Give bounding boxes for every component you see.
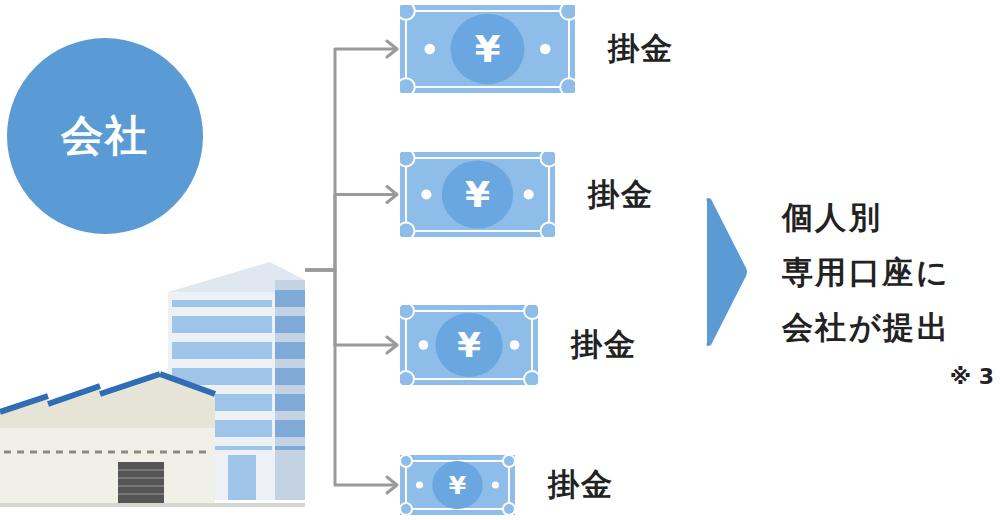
note-corner [400, 223, 415, 238]
note-corner [503, 503, 515, 515]
note-dot [524, 189, 534, 199]
tower-side [275, 280, 305, 500]
note-corner [400, 455, 412, 467]
note-dot [424, 44, 435, 55]
note-dot [421, 189, 431, 199]
note-corner [524, 371, 538, 385]
factory-roof [0, 396, 48, 428]
note-corner [503, 455, 515, 467]
shutter-door [118, 462, 164, 505]
amount-label: 掛金 [571, 305, 636, 385]
circle-fill [7, 38, 203, 234]
note-corner [400, 305, 414, 319]
note-corner [400, 5, 415, 20]
note-body [400, 455, 515, 515]
destination-text: 個人別 専用口座に 会社が提出 [782, 190, 980, 355]
note-body [400, 152, 555, 237]
amount-label: 掛金 [608, 5, 673, 93]
amount-label: 掛金 [548, 455, 613, 515]
roof-edge [0, 396, 48, 412]
note-corner [541, 223, 556, 238]
note-dot [416, 481, 423, 488]
roof-edge [160, 374, 215, 394]
currency-symbol: ¥ [400, 455, 515, 515]
banknote: ¥掛金 [400, 152, 555, 237]
note-body [400, 5, 575, 93]
wall-stripe [4, 451, 210, 454]
footnote-mark: ※ 3 [950, 362, 994, 392]
currency-symbol: ¥ [400, 305, 538, 385]
factory-roof [100, 374, 215, 428]
roof-edge [100, 374, 160, 394]
banknote: ¥掛金 [400, 455, 515, 515]
tower-entrance [228, 455, 256, 500]
shutter-slats [118, 470, 164, 494]
note-corner [400, 503, 412, 515]
note-dot [540, 44, 551, 55]
note-corner [400, 78, 415, 93]
note-corner [524, 305, 538, 319]
banknote: ¥掛金 [400, 305, 538, 385]
banknote: ¥掛金 [400, 5, 575, 93]
amount-label: 掛金 [588, 152, 653, 237]
note-corner [400, 371, 414, 385]
flow-arrow [305, 270, 397, 345]
roof-edge [48, 386, 100, 404]
factory-wall [0, 428, 215, 505]
flow-arrow [305, 49, 397, 270]
note-corner [560, 78, 575, 93]
note-dot [419, 340, 429, 350]
flow-arrow [305, 195, 397, 271]
ground [0, 503, 305, 507]
note-dot [492, 481, 499, 488]
note-body [400, 305, 538, 385]
company-label: 会社 [7, 38, 203, 234]
currency-symbol: ¥ [400, 152, 555, 237]
note-corner [560, 5, 575, 20]
note-corner [400, 152, 415, 167]
factory-roof [48, 386, 100, 428]
flow-arrow [305, 270, 397, 485]
factory [0, 374, 305, 507]
note-corner [541, 152, 556, 167]
tower-side-windows [275, 290, 305, 450]
currency-symbol: ¥ [400, 5, 575, 93]
company-circle: 会社 [7, 38, 305, 500]
flow-chevron [707, 198, 748, 346]
note-dot [510, 340, 520, 350]
